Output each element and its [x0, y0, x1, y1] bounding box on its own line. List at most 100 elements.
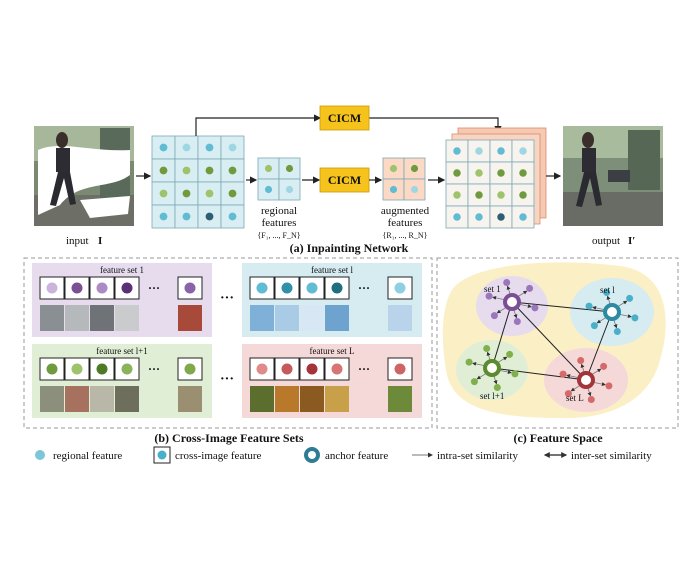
- output-symbol: I′: [628, 235, 635, 247]
- inter-set-arrow: [585, 311, 613, 381]
- set-1-feature-point: [531, 304, 539, 312]
- cicm-top-block: [319, 105, 370, 131]
- legend-regional-icon: [35, 450, 45, 460]
- regional-grid-feature-dot: [285, 164, 294, 173]
- set-l1-cross-image-dot: [46, 363, 58, 375]
- legend-cross-image-label: cross-image feature: [175, 450, 262, 462]
- sets-ellipsis-bottom: ···: [220, 372, 234, 387]
- set-1-feature-point: [485, 292, 493, 300]
- set-l1-photo-thumb: [90, 386, 114, 412]
- decoder-grid-feature-dot: [453, 169, 461, 177]
- set-L-cross-image-dot: [256, 363, 268, 375]
- augmented-grid-feature-dot: [410, 185, 419, 194]
- set-l-cross-image-dot: [256, 282, 268, 294]
- set-1-cross-image-dot: [121, 282, 133, 294]
- set-1-cross-image-dot: [71, 282, 83, 294]
- set-l1-inner-ellipsis: ···: [148, 362, 160, 376]
- augmented-math: {R₁, ..., R_N}: [383, 231, 428, 240]
- inpainting-network: input I CICM regional features {F₁, ...,…: [34, 105, 663, 255]
- inpainting-caption: (a) Inpainting Network: [290, 241, 409, 255]
- set-l1-feature-point: [465, 358, 473, 366]
- decoder-grid-feature-dot: [519, 147, 527, 155]
- decoder-grid-feature-dot: [519, 213, 527, 221]
- set-l-intra-arrow: [592, 305, 605, 311]
- set-l1-photo-thumb: [115, 386, 139, 412]
- feature-set-l1-label: feature set l+1: [96, 346, 148, 356]
- set-1-intra-arrow: [506, 285, 511, 295]
- set-1-intra-arrow: [492, 295, 505, 301]
- set-L-intra-arrow: [591, 368, 602, 375]
- decoder-grid-feature-dot: [497, 147, 505, 155]
- set-1-cross-image-dot: [46, 282, 58, 294]
- set-l-cross-image-dot: [394, 282, 406, 294]
- encoder-grid-feature-dot: [159, 189, 168, 198]
- set-1-feature-point: [503, 278, 511, 286]
- set-L-feature-point: [600, 362, 608, 370]
- space-label-set-l1: set l+1: [480, 391, 504, 401]
- legend-anchor-label: anchor feature: [325, 450, 388, 462]
- set-l-feature-point: [613, 328, 621, 336]
- set-l-photo-thumb: [325, 305, 349, 331]
- set-1-cross-image-dot: [184, 282, 196, 294]
- set-L-feature-point: [587, 396, 595, 404]
- legend-intra-label: intra-set similarity: [437, 450, 518, 462]
- legend-regional-label: regional feature: [53, 450, 122, 462]
- legend: regional feature cross-image feature anc…: [35, 446, 652, 464]
- set-L-intra-arrow: [593, 381, 606, 387]
- set-L-photo-thumb: [325, 386, 349, 412]
- inter-set-arrow: [511, 301, 587, 381]
- set-L-photo-thumb: [250, 386, 274, 412]
- set-l1-feature-point: [506, 350, 514, 358]
- set-l1-feature-point: [511, 370, 519, 378]
- augmented-features-grid: [382, 157, 426, 201]
- set-L-feature-point: [559, 370, 567, 378]
- set-l1-feature-point: [483, 344, 491, 352]
- encoder-grid-feature-dot: [205, 143, 214, 152]
- decoder-grid-feature-dot: [453, 147, 461, 155]
- encoder-grid-feature-dot: [205, 166, 214, 175]
- feature-space-panel: [436, 257, 679, 429]
- cicm-top-label: CICM: [328, 111, 361, 125]
- set-L-cross-image-dot: [281, 363, 293, 375]
- encoder-grid-feature-dot: [228, 166, 237, 175]
- set-L-feature-point: [605, 382, 613, 390]
- set-l-intra-arrow: [596, 317, 607, 324]
- set-l-intra-arrow: [606, 295, 611, 305]
- sets-ellipsis-top: ···: [220, 291, 234, 306]
- set-l-intra-arrow: [617, 300, 628, 307]
- arrow-cicm-top-to-output: [369, 117, 502, 134]
- set-l1-photo-thumb: [65, 386, 89, 412]
- encoder-grid-feature-dot: [159, 212, 168, 221]
- augmented-grid-feature-dot: [389, 164, 398, 173]
- set-l1-intra-arrow: [476, 373, 487, 380]
- space-label-set-l: set l: [600, 285, 615, 295]
- cicm-mid-block: [319, 167, 370, 193]
- set-1-photo-thumb: [178, 305, 202, 331]
- decoder-grid-feature-dot: [475, 213, 483, 221]
- set-l-feature-point: [603, 288, 611, 296]
- set-1-cross-image-dot: [96, 282, 108, 294]
- set-l1-feature-point: [493, 384, 501, 392]
- set-L-intra-arrow: [570, 385, 581, 392]
- encoder-grid-feature-dot: [205, 189, 214, 198]
- legend-inter-label: inter-set similarity: [571, 450, 652, 462]
- decoder-grid-feature-dot: [475, 191, 483, 199]
- augmented-grid-feature-dot: [389, 185, 398, 194]
- set-L-cross-image-dot: [306, 363, 318, 375]
- encoder-grid-feature-dot: [228, 212, 237, 221]
- set-L-feature-point: [577, 356, 585, 364]
- input-label: input: [66, 235, 89, 247]
- set-1-inner-ellipsis: ···: [148, 281, 160, 295]
- set-l1-intra-arrow: [472, 361, 485, 367]
- set-L-cross-image-dot: [331, 363, 343, 375]
- set-l1-photo-thumb: [40, 386, 64, 412]
- set-l1-cross-image-dot: [71, 363, 83, 375]
- set-L-anchor-feature: [577, 371, 595, 389]
- set-l-cross-image-dot: [306, 282, 318, 294]
- regional-math: {F₁, ..., F_N}: [257, 231, 300, 240]
- inter-set-arrow: [490, 301, 514, 369]
- feature-sets-caption: (b) Cross-Image Feature Sets: [154, 431, 304, 445]
- set-1-photo-thumb: [40, 305, 64, 331]
- set-1-feature-point: [526, 284, 534, 292]
- decoder-grid-feature-dot: [497, 169, 505, 177]
